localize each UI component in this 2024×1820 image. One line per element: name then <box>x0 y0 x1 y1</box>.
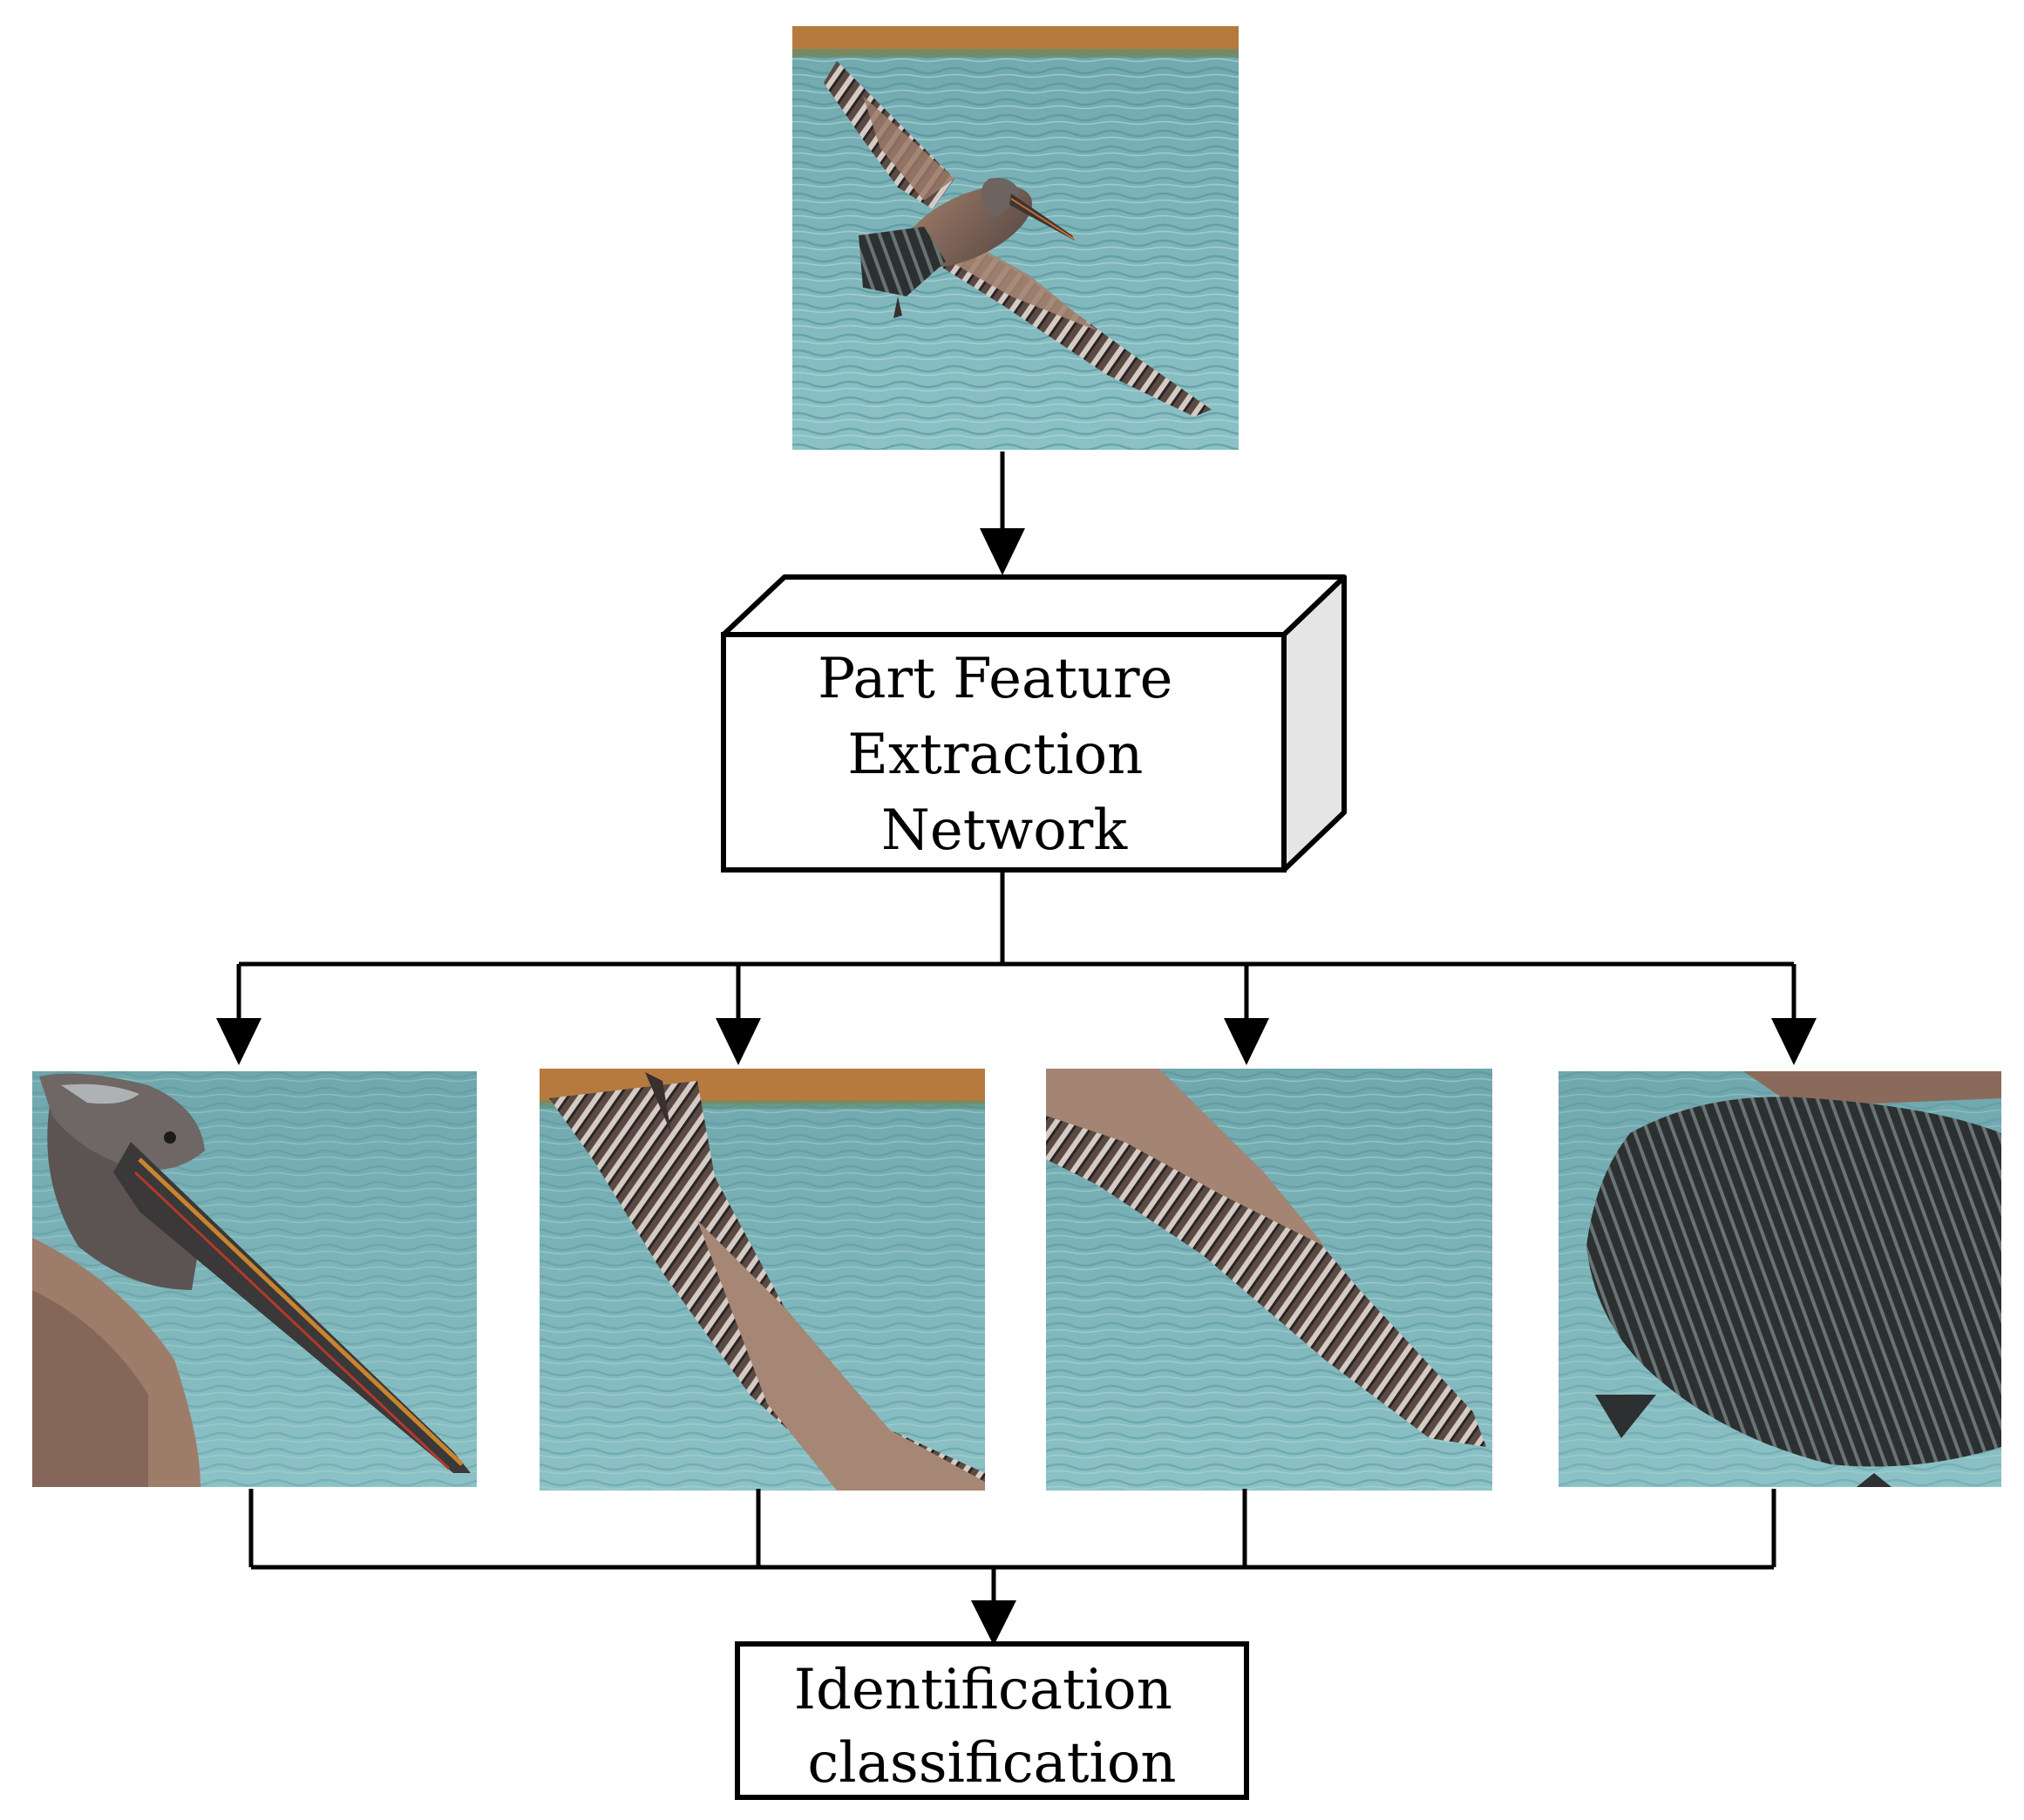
network-label: Part Feature Extraction Network <box>818 647 1191 863</box>
network-label-line-3: Network <box>881 798 1129 863</box>
input-image <box>792 26 1239 450</box>
part-image-tail <box>1559 1071 2001 1487</box>
identification-classification-box: Identification classification <box>735 1641 1249 1800</box>
classifier-label: Identification classification <box>794 1658 1191 1796</box>
part-image-head <box>32 1071 477 1487</box>
connectors <box>236 452 1796 1604</box>
arrowheads <box>216 528 1817 1646</box>
part-image-lower-wing <box>1046 1069 1492 1491</box>
classifier-label-line-2: classification <box>807 1731 1176 1796</box>
arrow-to-part-1 <box>216 1018 261 1065</box>
network-label-line-1: Part Feature <box>818 647 1172 711</box>
classifier-label-line-1: Identification <box>794 1658 1172 1722</box>
arrow-to-part-2 <box>716 1018 761 1065</box>
arrow-to-part-3 <box>1224 1018 1269 1065</box>
arrow-to-part-4 <box>1771 1018 1817 1065</box>
arrow-to-classifier <box>971 1600 1016 1646</box>
part-image-raised-wing <box>540 1069 985 1491</box>
arrow-to-network <box>980 528 1025 575</box>
feature-extraction-network-box: Part Feature Extraction Network <box>721 574 1347 873</box>
network-label-line-2: Extraction <box>847 723 1143 787</box>
